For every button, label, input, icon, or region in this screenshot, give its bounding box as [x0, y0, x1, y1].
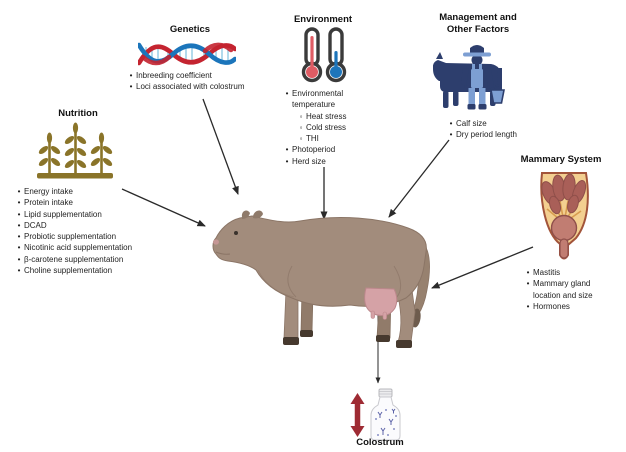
section-mammary: Mammary System •Mastitis•Mammary gland l…: [505, 154, 623, 330]
sub-bullet-icon: ◦: [299, 122, 303, 132]
section-management: Management and Other Factors: [428, 12, 558, 140]
section-title-genetics: Genetics: [169, 24, 211, 35]
list-item-text: Inbreeding coefficient: [136, 71, 212, 80]
list-item: •Loci associated with colostrum: [126, 81, 248, 92]
list-item: •DCAD: [14, 220, 176, 231]
list-item: •Dry period length: [446, 129, 556, 140]
list-item-text: Nicotinic acid supplementation: [24, 243, 133, 253]
factor-list-management: •Calf size•Dry period length: [446, 118, 556, 141]
antibody-specks: [377, 408, 396, 435]
section-genetics: Genetics •Inbreeding coefficient•Loci as…: [118, 24, 250, 116]
list-item: ◦THI: [296, 133, 364, 144]
list-item-text: Energy intake: [24, 187, 73, 196]
list-item-text: Probiotic supplementation: [24, 232, 117, 242]
list-item: •Hormones: [523, 301, 595, 312]
section-environment: Environment •Environmental temperature◦H…: [278, 14, 390, 166]
list-item: •Choline supplementation: [14, 265, 176, 276]
list-item-text: β-carotene supplementation: [24, 254, 124, 264]
cow-nose: [213, 239, 219, 245]
colostrum-bottle-icon: [370, 388, 401, 441]
list-item: •Mammary gland location and size: [523, 278, 595, 301]
factor-list-genetics: •Inbreeding coefficient•Loci associated …: [126, 70, 248, 93]
bullet-icon: •: [17, 243, 21, 253]
list-item-text: Mastitis: [533, 268, 561, 277]
dna-icon: [138, 42, 236, 66]
list-item: •Calf size: [446, 118, 556, 129]
list-item-text: Calf size: [456, 119, 487, 128]
list-item-text: Mammary gland location and size: [533, 279, 593, 300]
list-item-text: Hormones: [533, 301, 570, 311]
section-nutrition: Nutrition: [8, 108, 180, 276]
section-title-nutrition: Nutrition: [58, 108, 98, 119]
section-title-mammary: Mammary System: [520, 154, 602, 165]
list-item: •Protein intake: [14, 197, 176, 208]
list-item: •Lipid supplementation: [14, 209, 176, 220]
mammary-gland-icon: [540, 172, 589, 260]
bullet-icon: •: [285, 145, 289, 155]
bullet-icon: •: [17, 198, 21, 208]
arrow-genetics-to-cow: [202, 98, 239, 195]
bullet-icon: •: [17, 209, 21, 219]
wheat-plants-icon: [37, 122, 113, 179]
list-item-text: Choline supplementation: [24, 266, 113, 276]
bullet-icon: •: [17, 187, 21, 196]
cow-udder: [364, 287, 398, 320]
list-item-text: DCAD: [24, 220, 47, 230]
bullet-icon: •: [129, 71, 133, 80]
list-item-text: Photoperiod: [292, 145, 336, 155]
list-item-text: Environmental temperature: [292, 89, 344, 110]
bullet-icon: •: [449, 130, 453, 140]
list-item: •Probiotic supplementation: [14, 231, 176, 242]
bullet-icon: •: [17, 254, 21, 264]
list-item-text: Protein intake: [24, 198, 73, 208]
list-item: ◦Cold stress: [296, 122, 364, 133]
list-item-text: THI: [306, 134, 319, 144]
thermometers-icon: [301, 27, 347, 83]
factor-list-environment: •Environmental temperature◦Heat stress◦C…: [282, 88, 364, 167]
cow-illustration: [212, 210, 430, 348]
section-title-environment: Environment: [293, 14, 353, 25]
bullet-icon: •: [285, 156, 289, 166]
cow-eye: [234, 231, 238, 235]
factor-list-mammary: •Mastitis•Mammary gland location and siz…: [523, 267, 595, 312]
list-item: •Inbreeding coefficient: [126, 70, 248, 81]
bullet-icon: •: [17, 266, 21, 276]
list-item-text: Dry period length: [456, 130, 517, 140]
list-item: •Mastitis: [523, 267, 595, 278]
list-item: •Environmental temperature: [282, 88, 364, 111]
sub-bullet-icon: ◦: [299, 111, 303, 121]
bullet-icon: •: [17, 220, 21, 230]
bullet-icon: •: [17, 232, 21, 242]
colostrum-label: Colostrum: [356, 437, 404, 448]
bullet-icon: •: [526, 301, 530, 311]
section-title-management: Management and Other Factors: [439, 12, 517, 35]
list-item-text: Cold stress: [306, 122, 347, 132]
list-item: •β-carotene supplementation: [14, 254, 176, 265]
arrow-management-to-cow: [388, 139, 450, 218]
list-item: •Herd size: [282, 156, 364, 167]
list-item-text: Lipid supplementation: [24, 209, 102, 219]
bullet-icon: •: [526, 268, 530, 277]
arrow-nutrition-to-cow: [121, 188, 206, 227]
sub-bullet-icon: ◦: [299, 134, 303, 144]
arrow-mammary-to-cow: [431, 246, 534, 289]
bullet-icon: •: [449, 119, 453, 128]
list-item: •Energy intake: [14, 186, 176, 197]
list-item: •Photoperiod: [282, 144, 364, 155]
variability-double-arrow-icon: [350, 393, 365, 437]
list-item-text: Loci associated with colostrum: [136, 82, 245, 92]
list-item-text: Herd size: [292, 156, 326, 166]
list-item: ◦Heat stress: [296, 111, 364, 122]
list-item: •Nicotinic acid supplementation: [14, 242, 176, 253]
bullet-icon: •: [526, 279, 530, 289]
factor-list-nutrition: •Energy intake•Protein intake•Lipid supp…: [14, 186, 176, 276]
bullet-icon: •: [129, 82, 133, 92]
farmer-with-cow-icon: [433, 45, 505, 110]
bullet-icon: •: [285, 89, 289, 98]
list-item-text: Heat stress: [306, 111, 347, 121]
